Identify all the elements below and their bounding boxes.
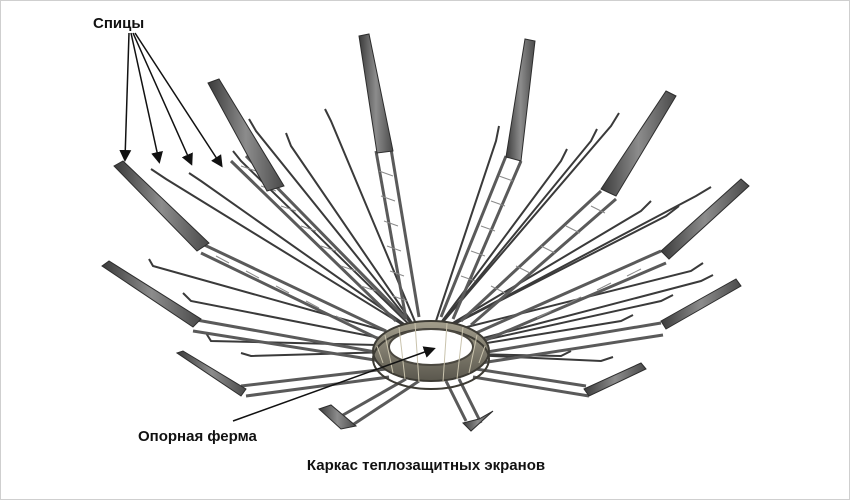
lattice-trusses	[190, 148, 667, 428]
figure-caption: Каркас теплозащитных экранов	[306, 457, 546, 474]
blade-spokes	[101, 33, 750, 432]
thin-spokes	[148, 108, 714, 363]
support-truss-pointer-arrow	[232, 346, 436, 422]
spokes-label: Спицы	[93, 15, 145, 32]
spokes-pointer-arrows	[119, 32, 223, 168]
support-ring-truss	[372, 320, 490, 390]
truss-bracing	[215, 165, 642, 324]
support-truss-label: Опорная ферма	[138, 428, 257, 445]
